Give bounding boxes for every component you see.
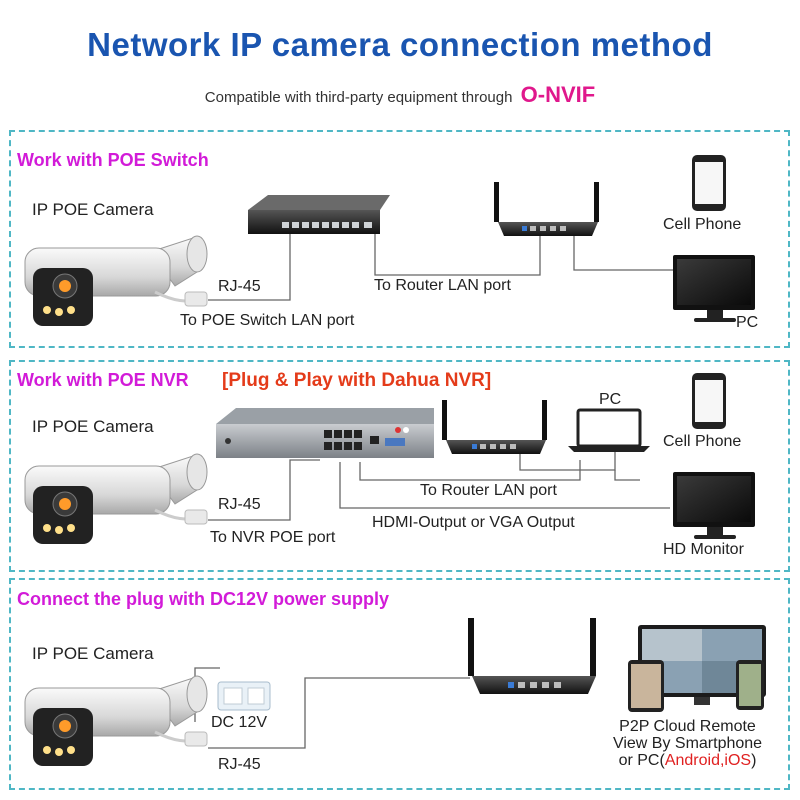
- router-device-1: [494, 182, 599, 236]
- panel-dc12v: [9, 578, 790, 790]
- panel-poe-switch: [9, 130, 790, 348]
- laptop-device: [568, 408, 650, 452]
- page-title: Network IP camera connection method: [87, 26, 713, 63]
- hd-monitor-device: [673, 472, 755, 539]
- p2p-devices-illustration: [628, 625, 766, 712]
- section1-camera-label: IP POE Camera: [32, 200, 154, 219]
- section2-camera-label: IP POE Camera: [32, 417, 154, 436]
- poe-switch-device: [248, 195, 390, 234]
- p2p-line1: P2P Cloud Remote: [619, 718, 756, 735]
- section2-lines: [208, 450, 670, 521]
- section3-camera-label: IP POE Camera: [32, 644, 154, 663]
- section1-rj45-label: RJ-45: [218, 278, 261, 295]
- p2p-line2: View By Smartphone: [612, 735, 763, 752]
- p2p-line3: or PC(Android,iOS): [600, 752, 775, 769]
- section2-rj45-label: RJ-45: [218, 496, 261, 513]
- dc12v-label: DC 12V: [211, 714, 268, 731]
- router-device-3: [468, 618, 596, 694]
- cell-phone-device-2: [692, 373, 726, 429]
- camera-device-3: [24, 675, 208, 766]
- power-adapter-device: [217, 681, 271, 711]
- camera-device-2: [24, 453, 208, 544]
- video-output-label: HDMI-Output or VGA Output: [372, 514, 575, 531]
- section2-pc-label: PC: [599, 391, 622, 408]
- router-device-2: [442, 400, 547, 454]
- p2p-os-label: Android,iOS: [664, 752, 752, 769]
- section2-phone-label: Cell Phone: [663, 433, 742, 450]
- p2p-line3-prefix: or PC(: [618, 752, 665, 769]
- p2p-line3-suffix: ): [751, 752, 757, 769]
- dahua-label: [Plug & Play with Dahua NVR]: [222, 370, 492, 391]
- pc-monitor-device-1: [673, 255, 755, 322]
- panel-poe-nvr: [9, 360, 790, 572]
- section2-title: Work with POE NVR: [17, 370, 189, 390]
- section1-title: Work with POE Switch: [17, 150, 209, 170]
- nvr-device: [216, 408, 434, 458]
- section1-switch-port-label: To POE Switch LAN port: [180, 312, 355, 329]
- section1-phone-label: Cell Phone: [663, 216, 742, 233]
- cell-phone-device-1: [692, 155, 726, 211]
- section3-rj45-label: RJ-45: [218, 756, 261, 773]
- section3-title: Connect the plug with DC12V power supply: [17, 589, 390, 609]
- p2p-remote-text: P2P Cloud Remote View By Smartphone or P…: [600, 718, 775, 769]
- section1-router-port-label: To Router LAN port: [374, 277, 511, 294]
- onvif-label: O-NVIF: [520, 82, 596, 107]
- page-subtitle: Compatible with third-party equipment th…: [0, 82, 800, 108]
- section2-nvr-port-label: To NVR POE port: [210, 529, 336, 546]
- subtitle-text: Compatible with third-party equipment th…: [204, 89, 513, 106]
- camera-device-1: [24, 235, 208, 326]
- hd-monitor-label: HD Monitor: [663, 541, 744, 558]
- section1-pc-label: PC: [736, 314, 759, 331]
- section2-router-port-label: To Router LAN port: [420, 482, 557, 499]
